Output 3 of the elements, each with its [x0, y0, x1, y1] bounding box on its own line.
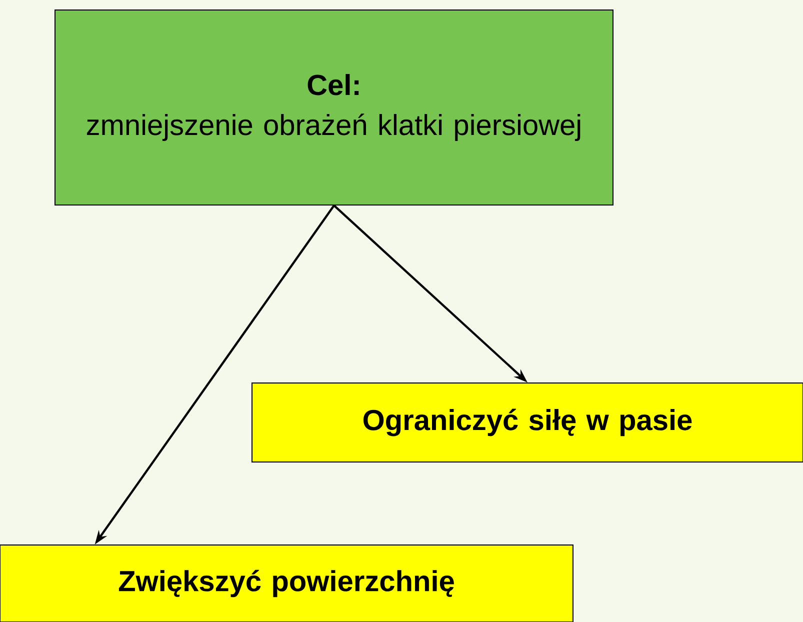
goal-box: Cel: zmniejszenie obrażeń klatki piersiowej — [54, 10, 614, 206]
action-box: Zwiększyć powierzchnię — [0, 544, 574, 622]
action-box: Ograniczyć siłę w pasie — [252, 382, 803, 462]
